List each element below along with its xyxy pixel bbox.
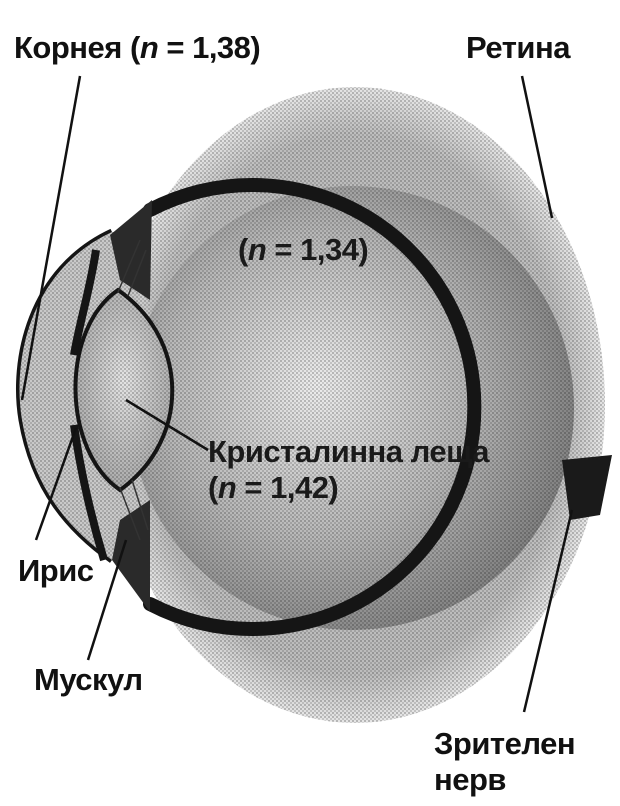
cornea-label: Корнея (n = 1,38) bbox=[14, 30, 261, 65]
retina-leader bbox=[520, 75, 554, 219]
iris-lower bbox=[70, 424, 108, 562]
iris-leader bbox=[34, 427, 78, 541]
optic-nerve-label: Зрителен нерв bbox=[434, 726, 576, 797]
lens-index: (n = 1,42) bbox=[208, 470, 339, 505]
lens-name: Кристалинна леща bbox=[208, 434, 489, 469]
cornea-leader bbox=[20, 75, 82, 401]
optic-nerve-leader bbox=[522, 509, 574, 713]
muscle-label: Мускул bbox=[34, 662, 143, 697]
iris-label: Ирис bbox=[18, 553, 94, 588]
ciliary-muscle-top bbox=[110, 200, 152, 300]
ciliary-muscle-bottom bbox=[112, 500, 150, 612]
eye-shell bbox=[143, 178, 482, 636]
lens-leader bbox=[125, 398, 209, 452]
muscle-leader bbox=[86, 539, 128, 661]
vitreous-index-label: (n = 1,34) bbox=[238, 232, 369, 267]
retina-label: Ретина bbox=[466, 30, 570, 65]
leader-lines bbox=[20, 75, 574, 713]
zonular-fibers bbox=[117, 239, 149, 541]
iris-upper bbox=[70, 249, 100, 356]
optic-nerve bbox=[562, 455, 612, 520]
lens-label: Кристалинна леща (n = 1,42) bbox=[208, 434, 489, 506]
